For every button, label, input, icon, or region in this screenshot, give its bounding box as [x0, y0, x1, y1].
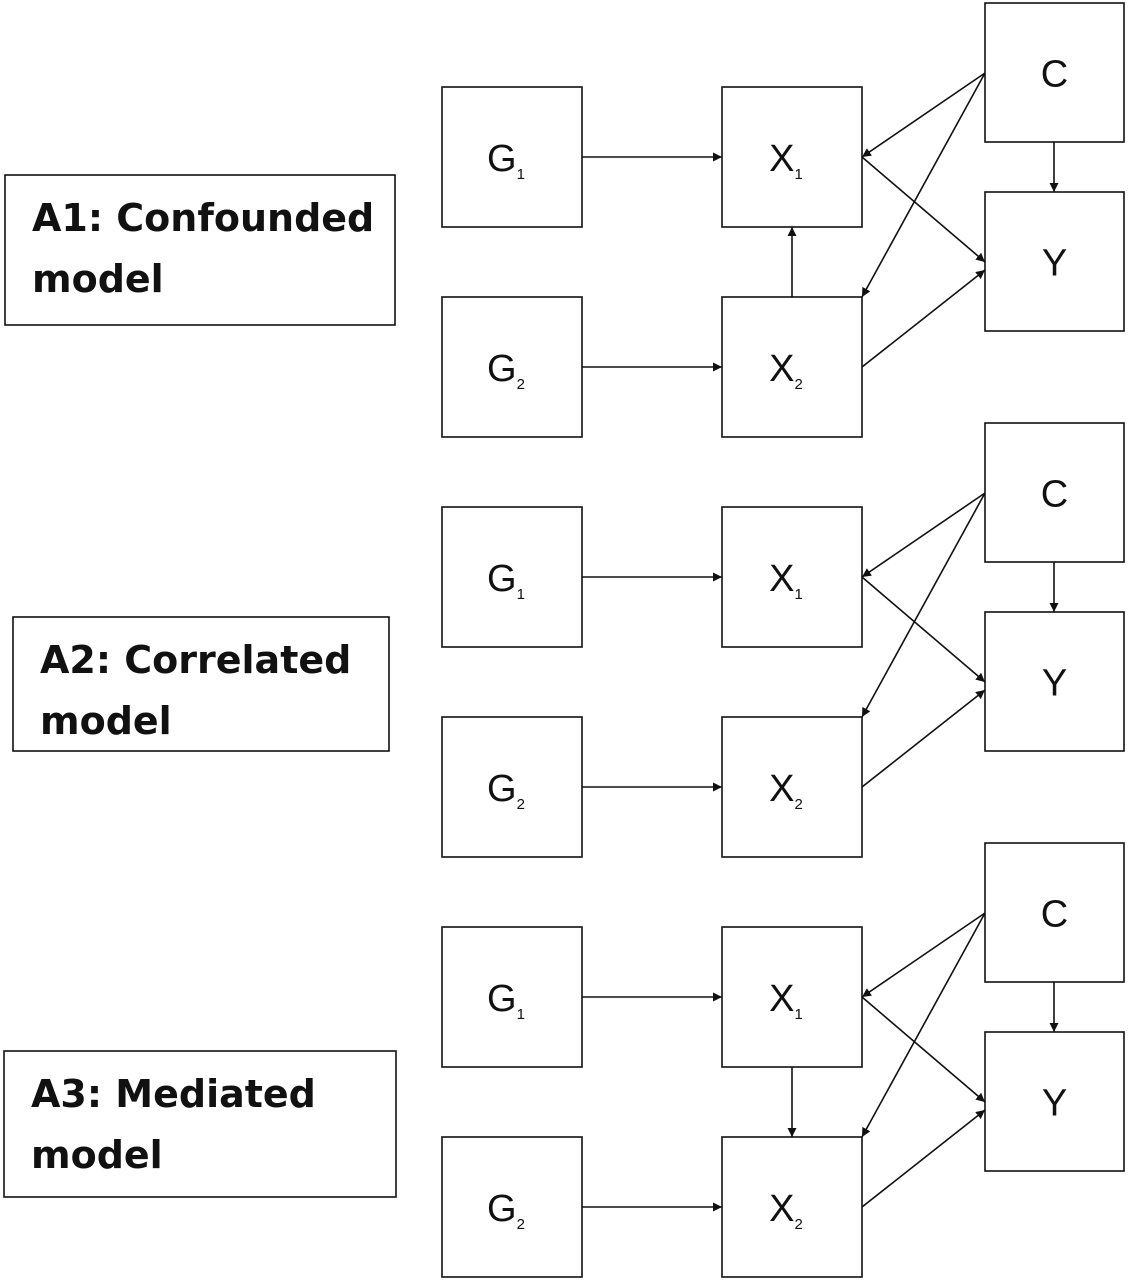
title-box — [12, 616, 390, 752]
title-box — [4, 174, 396, 326]
node-box — [441, 926, 583, 1068]
node-subscript: 1 — [795, 166, 803, 183]
edge-x2-to-y — [861, 269, 986, 368]
node-label: C — [1041, 54, 1068, 96]
node-box — [721, 1136, 863, 1278]
edge-c-to-x2 — [861, 72, 986, 298]
node-x2: X2 — [721, 296, 863, 438]
node-g2: G2 — [441, 1136, 583, 1278]
node-box — [441, 296, 583, 438]
title-line-1: A1: Confounded — [32, 196, 374, 240]
node-box — [441, 1136, 583, 1278]
edge-x1-to-y — [861, 576, 986, 683]
node-box — [984, 842, 1125, 983]
edge-x1-to-y — [861, 996, 986, 1103]
node-c: C — [984, 842, 1125, 983]
edge-x1-to-y — [861, 156, 986, 263]
edge-c-to-x2 — [861, 492, 986, 718]
node-g1: G1 — [441, 506, 583, 648]
edge-c-to-x2 — [861, 912, 986, 1138]
node-y: Y — [984, 191, 1125, 332]
node-g2: G2 — [441, 296, 583, 438]
node-box — [984, 191, 1125, 332]
node-c: C — [984, 2, 1125, 143]
node-y: Y — [984, 1031, 1125, 1172]
node-x1: X1 — [721, 86, 863, 228]
node-subscript: 2 — [795, 1216, 803, 1233]
node-subscript: 2 — [795, 796, 803, 813]
node-box — [721, 296, 863, 438]
node-g1: G1 — [441, 86, 583, 228]
node-g1: G1 — [441, 926, 583, 1068]
node-box — [721, 506, 863, 648]
edge-c-to-x1 — [861, 912, 986, 998]
title-line-1: A3: Mediated — [31, 1072, 316, 1116]
node-c: C — [984, 422, 1125, 563]
node-label: C — [1041, 474, 1068, 516]
node-x2: X2 — [721, 716, 863, 858]
node-box — [984, 611, 1125, 752]
node-x1: X1 — [721, 926, 863, 1068]
node-subscript: 1 — [795, 586, 803, 603]
node-x1: X1 — [721, 506, 863, 648]
edge-c-to-x1 — [861, 72, 986, 158]
title-line-2: model — [40, 699, 172, 743]
node-subscript: 2 — [517, 796, 525, 813]
node-box — [441, 506, 583, 648]
title-line-2: model — [31, 1133, 163, 1177]
node-subscript: 2 — [517, 376, 525, 393]
panel-title-a1: A1: Confounded model — [4, 174, 396, 326]
node-subscript: 2 — [517, 1216, 525, 1233]
title-box — [3, 1050, 397, 1198]
node-box — [984, 2, 1125, 143]
node-box — [984, 1031, 1125, 1172]
node-g2: G2 — [441, 716, 583, 858]
edge-c-to-x1 — [861, 492, 986, 578]
title-line-2: model — [32, 257, 164, 301]
panel-title-a2: A2: Correlated model — [12, 616, 390, 752]
node-box — [984, 422, 1125, 563]
node-label: Y — [1042, 1083, 1067, 1125]
node-x2: X2 — [721, 1136, 863, 1278]
node-subscript: 1 — [517, 1006, 525, 1023]
node-label: C — [1041, 894, 1068, 936]
edge-x2-to-y — [861, 689, 986, 788]
node-subscript: 1 — [517, 166, 525, 183]
edge-x2-to-y — [861, 1109, 986, 1208]
node-label: Y — [1042, 663, 1067, 705]
node-subscript: 1 — [795, 1006, 803, 1023]
node-subscript: 2 — [795, 376, 803, 393]
node-subscript: 1 — [517, 586, 525, 603]
node-box — [721, 86, 863, 228]
node-box — [441, 86, 583, 228]
node-label: Y — [1042, 243, 1067, 285]
node-box — [721, 926, 863, 1068]
node-y: Y — [984, 611, 1125, 752]
node-box — [441, 716, 583, 858]
panel-title-a3: A3: Mediated model — [3, 1050, 397, 1198]
node-box — [721, 716, 863, 858]
title-line-1: A2: Correlated — [40, 638, 351, 682]
